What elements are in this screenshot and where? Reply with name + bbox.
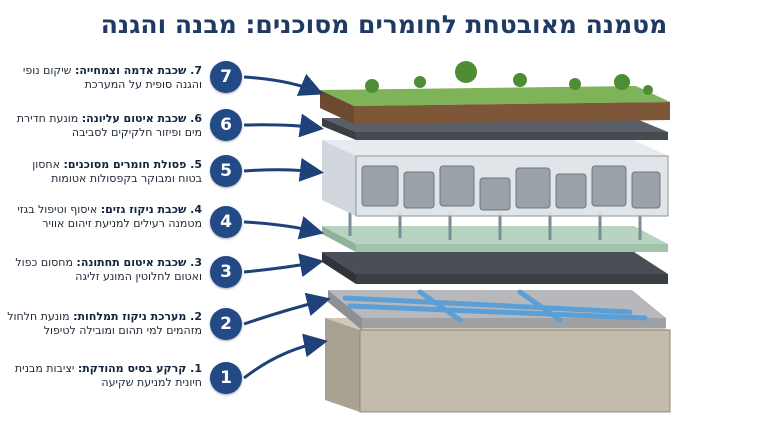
layer-4-gas-collection	[322, 212, 668, 252]
callout-arrows	[244, 77, 325, 378]
layer-7-number-badge: 7	[210, 61, 242, 93]
layer-5-number-badge: 5	[210, 155, 242, 187]
layer-3-label: 3. שכבת איטום תחתונה: מחסום כפול ואטום ל…	[6, 256, 202, 284]
layer-4-title: 4. שכבת ניקוז גזים:	[101, 203, 202, 216]
layer-5-label: 5. פסולת חומרים מסוכנים: אחסון בטוח ומבו…	[6, 158, 202, 186]
layer-6-label: 6. שכבת איטום עליונה: מונעת חדירת מים ופ…	[6, 112, 202, 140]
layer-7-label: 7. שכבת אדמה וצמחייה: שיקום נופי והגנה ס…	[6, 64, 202, 92]
layer-2-drainage-gravel	[328, 290, 666, 330]
layer-5-hazardous-waste	[322, 140, 668, 216]
layer-1-number-badge: 1	[210, 362, 242, 394]
layer-3-number-badge: 3	[210, 256, 242, 288]
layer-3-title: 3. שכבת איטום תחתונה:	[76, 256, 202, 269]
layer-6-title: 6. שכבת איטום עליונה:	[82, 112, 202, 125]
layer-1-title: 1. קרקע בסיס מהודקת:	[78, 362, 202, 375]
layer-2-number-badge: 2	[210, 308, 242, 340]
layer-7-title: 7. שכבת אדמה וצמחייה:	[75, 64, 202, 77]
layer-5-title: 5. פסולת חומרים מסוכנים:	[63, 158, 202, 171]
layer-1-base-soil	[325, 318, 670, 412]
layer-2-title: 2. מערכת ניקוז תמלחות:	[73, 310, 202, 323]
layer-1-label: 1. קרקע בסיס מהודקת: יציבות מבנית חיונית…	[6, 362, 202, 390]
layer-3-bottom-liner	[322, 252, 668, 284]
layer-4-label: 4. שכבת ניקוז גזים: איסוף וטיפול בגזי מט…	[6, 203, 202, 231]
layer-2-label: 2. מערכת ניקוז תמלחות: מונעת חלחול מזהמי…	[6, 310, 202, 338]
layer-7-soil-vegetation	[320, 61, 670, 124]
layer-6-number-badge: 6	[210, 109, 242, 141]
layer-4-number-badge: 4	[210, 206, 242, 238]
